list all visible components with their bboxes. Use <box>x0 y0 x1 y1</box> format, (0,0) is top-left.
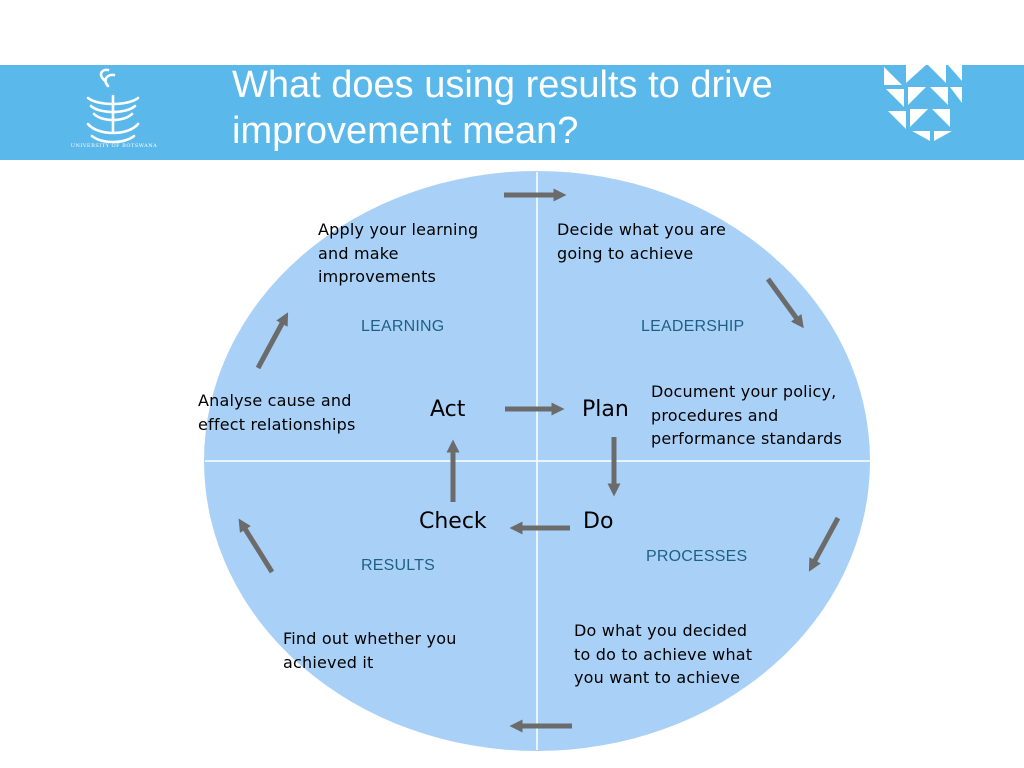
text-find-out: Find out whether you achieved it <box>283 629 457 672</box>
text-do-what: Do what you decided to do to achieve wha… <box>574 621 753 687</box>
cycle-plan: Plan <box>582 397 629 422</box>
cycle-check: Check <box>419 509 487 534</box>
logo-caption: UNIVERSITY OF BOTSWANA <box>70 143 158 149</box>
cycle-act: Act <box>430 397 466 422</box>
text-document-policy: Document your policy, procedures and per… <box>651 382 843 448</box>
arrow-lower-left <box>238 518 275 574</box>
page-title: What does using results to drive improve… <box>232 62 872 154</box>
quadrant-processes: PROCESSES <box>646 548 748 565</box>
arrow-upper-right <box>765 277 804 329</box>
title-line-1: What does using results to drive <box>232 64 773 106</box>
quadrant-leadership: LEADERSHIP <box>641 318 745 335</box>
arrow-upper-left <box>255 312 289 370</box>
triangle-pattern-icon <box>884 65 962 141</box>
text-decide: Decide what you are going to achieve <box>557 220 727 263</box>
university-crest-icon <box>86 68 140 144</box>
quadrant-results: RESULTS <box>361 557 436 574</box>
header-band <box>0 65 1024 160</box>
quadrant-learning: LEARNING <box>361 318 445 335</box>
arrow-lower-right <box>808 516 841 572</box>
cycle-do: Do <box>583 509 614 534</box>
text-apply-learning: Apply your learning and make improvement… <box>318 220 479 286</box>
text-analyse: Analyse cause and effect relationships <box>198 391 356 434</box>
title-line-2: improvement mean? <box>232 110 579 152</box>
